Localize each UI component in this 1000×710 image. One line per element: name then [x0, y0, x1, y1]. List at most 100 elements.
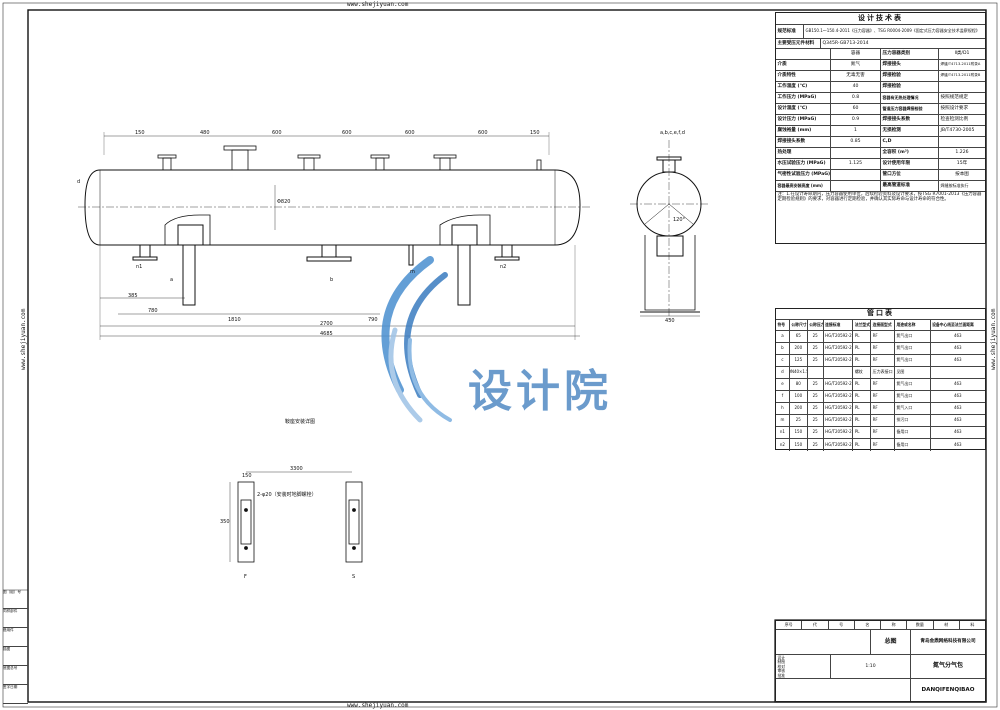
nozzle-cell: PL [853, 355, 872, 366]
nozzle-cell: 463 [953, 405, 962, 411]
title-header-cell: 序号 [776, 621, 803, 629]
product-name: 氮气分气包 [932, 662, 963, 670]
nozzle-cell: 25 [808, 331, 824, 342]
nozzle-cell: n2 [776, 439, 790, 451]
nozzle-table-body: a6525HG/T20592-2009PLRF氮气出口463b20025HG/T… [776, 331, 985, 451]
nozzle-cell: 氮气出口 [895, 355, 931, 366]
dim-top-3: 600 [272, 130, 282, 136]
nozzle-header-cell: 设备中心线至法兰面距离 [932, 321, 974, 327]
side-angle: 120° [673, 217, 686, 223]
nozzle-cell: 压力表接口 [871, 367, 895, 378]
design-cell: 无毒无害 [831, 71, 881, 81]
left-strip-item: 同样部件 [3, 609, 28, 628]
design-table-title: 设计技术表 [858, 13, 903, 22]
design-cell: 40 [831, 82, 881, 92]
nozzle-cell: 463 [953, 441, 962, 447]
nozzle-cell: PL [853, 343, 872, 354]
dim-top-7: 150 [530, 130, 540, 136]
nozzle-cell: RF [871, 439, 895, 451]
design-cell: Ⅱ类/D1 [954, 51, 970, 57]
design-cell: 气密性试验压力 (MPaG) [776, 170, 831, 180]
nozzle-header-cell: 连接标准 [824, 320, 854, 330]
design-cell: 介质 [776, 60, 831, 70]
design-cell [776, 49, 831, 59]
design-cell: 1 [831, 126, 881, 136]
nozzle-cell: RF [871, 415, 895, 426]
nozzle-cell: RF [871, 403, 895, 414]
title-header-cell: 称 [881, 621, 908, 629]
dim-top-6: 600 [478, 130, 488, 136]
nozzle-cell: 氮气入口 [895, 403, 931, 414]
nozzle-cell [808, 367, 824, 378]
nozzle-cell: 463 [953, 381, 962, 387]
dim-side-1: 790 [368, 317, 378, 323]
drawing-number: DANQIFENQIBAO [921, 686, 975, 693]
dim-bottom-1: 385 [128, 293, 138, 299]
nozzle-cell: 25 [790, 415, 808, 426]
nozzle-cell: HG/T20592-2009 [824, 331, 854, 342]
nozzle-cell: 25 [808, 391, 824, 402]
nozzle-cell: 463 [953, 429, 962, 435]
design-cell: JB/T4730-2005 [940, 128, 975, 134]
nozzle-cell: 备用口 [895, 427, 931, 438]
nozzle-cell: 25 [808, 439, 824, 451]
nozzle-label-d: d [77, 179, 81, 185]
nozzle-cell: 氮气出口 [895, 343, 931, 354]
nozzle-cell: e [776, 379, 790, 390]
side-width-dim: 430 [665, 318, 675, 324]
support-right-label: S [352, 574, 356, 580]
design-cell: 主要受压元件材料 [776, 39, 821, 48]
nozzle-cell: HG/T20592-2009 [824, 343, 854, 354]
left-strip-item: 图（组）号 [3, 590, 28, 609]
design-cell: 管口方位 [881, 170, 939, 180]
nozzle-cell: HG/T20592-2009 [824, 391, 854, 402]
title-header-cell: 名 [855, 621, 881, 629]
nozzle-cell: HG/T20592-2009 [824, 403, 854, 414]
nozzle-cell: b [776, 343, 790, 354]
title-header-cell: 号 [829, 621, 855, 629]
nozzle-cell: n1 [776, 427, 790, 438]
nozzle-cell: 200 [790, 343, 808, 354]
dim-top-4: 600 [342, 130, 352, 136]
nozzle-header-cell: 符号 [776, 320, 790, 330]
nozzle-cell: f [776, 391, 790, 402]
design-cell: 0.8 [831, 93, 881, 103]
title-header-cell: 数量 [907, 621, 934, 629]
nozzle-header-cell: 用途或名称 [895, 320, 931, 330]
nozzle-cell: RF [871, 355, 895, 366]
nozzle-cell: HG/T20592-2009 [824, 439, 854, 451]
nozzle-header-cell: 公称压力 [808, 320, 824, 330]
design-cell: 工作温度 (℃) [776, 82, 831, 92]
nozzle-cell: 150 [790, 427, 808, 438]
design-cell: 0.85 [831, 137, 881, 147]
side-top-label: a,b,c,e,f,d [660, 130, 685, 136]
nozzle-cell: 80 [790, 379, 808, 390]
left-strip-item: 描图 [3, 647, 28, 666]
design-cell: 最高管道标准 [881, 181, 939, 191]
support-bolt-note: 2-φ20（安装时地脚螺栓） [257, 492, 317, 498]
design-cell: 焊缝按标准执行 [940, 182, 969, 188]
nozzle-cell: m [776, 415, 790, 426]
left-binding-strip: 图（组）号同样部件借用件描图底图总号签字日期 [3, 590, 28, 704]
design-cell: 按照规范规定 [940, 95, 969, 101]
design-cell [831, 181, 881, 191]
nozzle-cell: 25 [808, 427, 824, 438]
design-cell: 规范标准 [776, 25, 804, 38]
nozzle-label-m: m [410, 269, 415, 275]
nozzle-cell: PL [853, 331, 872, 342]
sign-label: 批准 [777, 672, 786, 678]
sign-column: 设计制图校对审核批准 [776, 655, 831, 678]
design-cell [939, 82, 985, 92]
dim-top-1: 150 [135, 130, 145, 136]
title-header-cell: 料 [970, 621, 975, 627]
nozzle-cell: 25 [808, 379, 824, 390]
dim-top-5: 600 [405, 130, 415, 136]
design-cell: 按本图 [955, 172, 969, 178]
design-cell: 1.226 [955, 150, 969, 156]
nozzle-cell: 25 [808, 403, 824, 414]
design-cell: 介质特性 [776, 71, 831, 81]
design-cell: 容器最高安装高度 (mm) [776, 181, 831, 191]
nozzle-cell: PL [853, 403, 872, 414]
